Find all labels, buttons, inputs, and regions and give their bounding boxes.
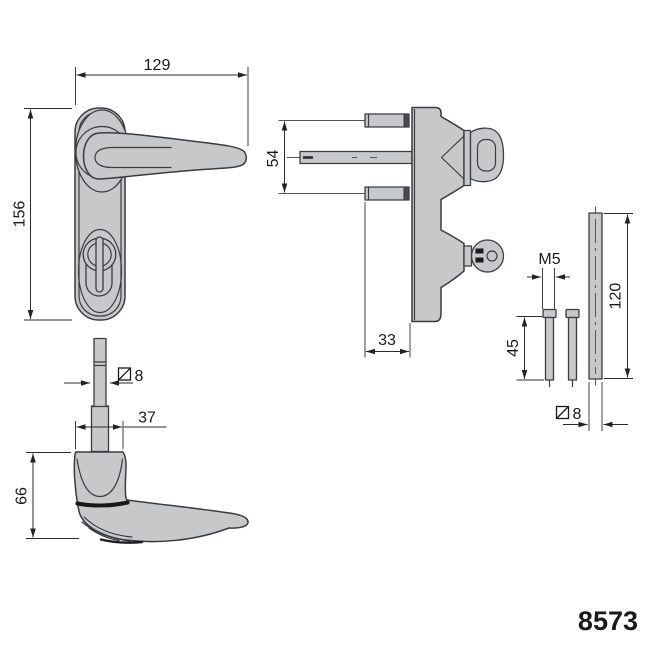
dim-spindle-length: 120 <box>604 213 633 379</box>
grip-end-on <box>469 127 505 183</box>
handle-collar <box>463 129 472 187</box>
spindle-length-label: 120 <box>608 283 625 310</box>
spindle-side <box>287 150 413 165</box>
lever-front <box>82 131 247 180</box>
dim-spindle-square-2: 8 <box>555 382 628 431</box>
spindle-section-lines <box>90 361 110 408</box>
cylinder-recess <box>77 228 123 314</box>
grip-contour-line-3 <box>88 527 120 542</box>
product-code: 8573 <box>578 606 638 636</box>
square-section-symbol <box>118 367 131 381</box>
handle-spindle <box>90 337 110 453</box>
front-width-label: 129 <box>144 57 171 74</box>
front-height-label: 156 <box>12 201 29 228</box>
grip-contour-line-1 <box>83 516 133 538</box>
handle-cone-lines <box>440 135 465 180</box>
spindle-square-label-2: 8 <box>573 406 582 423</box>
dim-front-width: 129 <box>75 57 249 146</box>
neck-joint-band <box>75 500 130 508</box>
handle-side-view: 8 37 66 <box>14 337 249 544</box>
screw-protrusion-label: 33 <box>378 332 396 349</box>
dim-screw-length: 45 <box>505 316 544 381</box>
grip-underside-edge <box>99 538 144 544</box>
dim-front-height: 156 <box>12 108 72 321</box>
screw-spacing-label: 54 <box>265 150 282 168</box>
fixing-screw-right <box>565 308 580 388</box>
handle-height-label: 66 <box>14 487 31 505</box>
top-fixing-screw <box>278 113 410 128</box>
screw-length-label: 45 <box>505 339 522 357</box>
dim-screw-protrusion: 33 <box>364 202 411 358</box>
neck-cup-line <box>76 458 124 498</box>
key-head-hole <box>486 250 498 262</box>
fixing-screw-left <box>542 308 557 388</box>
key-bit-upper <box>475 248 484 254</box>
handle-body-side <box>73 451 249 543</box>
cylinder-stub <box>463 245 473 267</box>
key-bit-lower <box>475 257 484 263</box>
dim-neck-width: 37 <box>75 410 167 449</box>
dim-spindle-square: 8 <box>64 367 144 386</box>
grip-contour-line-2 <box>81 521 131 542</box>
screw-thread-label: M5 <box>538 251 560 268</box>
bottom-fixing-screw <box>278 186 410 201</box>
neck-width-label: 37 <box>138 410 156 427</box>
dim-handle-height: 66 <box>14 452 79 539</box>
spindle-square-label: 8 <box>135 368 144 385</box>
dim-screw-spacing: 54 <box>265 121 288 193</box>
square-section-symbol-2 <box>556 406 569 419</box>
side-view: 54 33 <box>265 106 505 358</box>
fasteners-view: 120 M5 45 <box>505 206 633 431</box>
lever-inner-line <box>94 146 172 169</box>
grip-end-inner-line <box>476 138 497 172</box>
front-view: 129 156 <box>12 57 249 321</box>
key-edge <box>95 236 104 293</box>
dim-screw-thread: M5 <box>527 251 570 309</box>
backplate-side <box>411 106 465 323</box>
